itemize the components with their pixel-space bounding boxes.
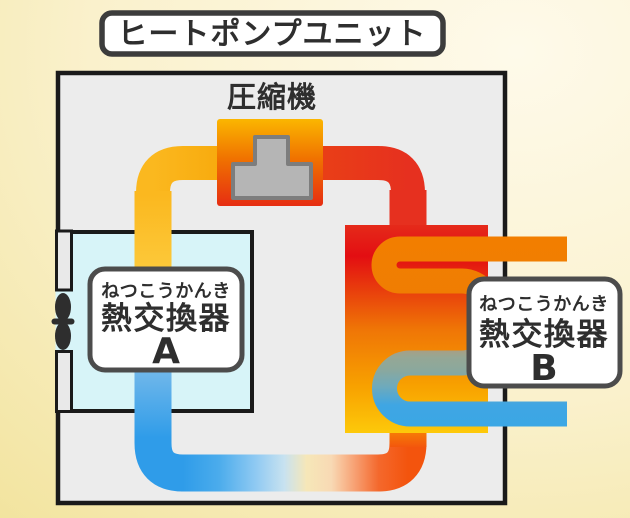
diagram-title: ヒートポンプユニット bbox=[99, 10, 446, 57]
pipe-top-left bbox=[136, 146, 272, 195]
exchanger-a-label-box bbox=[87, 266, 245, 373]
title-text: ヒートポンプユニット bbox=[117, 17, 426, 52]
pipe-bottom bbox=[181, 441, 427, 492]
compressor bbox=[217, 119, 323, 206]
fan-icon bbox=[51, 293, 75, 350]
pipe-left-down-cold bbox=[134, 370, 185, 492]
exchanger-b-name: 熱交換器 bbox=[479, 317, 609, 353]
exchanger-a-furigana: ねつこうかんき bbox=[101, 281, 231, 302]
exchanger-b-label: ねつこうかんき 熱交換器 B bbox=[466, 276, 623, 389]
exchanger-b-label-box bbox=[466, 276, 623, 389]
pipe-top-right bbox=[272, 146, 425, 195]
compressor-icon bbox=[231, 135, 313, 200]
exchanger-a-label: ねつこうかんき 熱交換器 A bbox=[87, 266, 245, 373]
exchanger-a-name: 熱交換器 bbox=[101, 301, 231, 337]
duct-wall-lower bbox=[55, 350, 73, 413]
exchanger-b-letter: B bbox=[530, 348, 557, 389]
fan-duct bbox=[51, 229, 75, 413]
exchanger-a-letter: A bbox=[152, 331, 180, 372]
title-box bbox=[99, 10, 446, 57]
compressor-caption: 圧縮機 bbox=[227, 80, 317, 114]
duct-wall-upper bbox=[55, 229, 73, 292]
exchanger-b-furigana: ねつこうかんき bbox=[479, 294, 609, 315]
